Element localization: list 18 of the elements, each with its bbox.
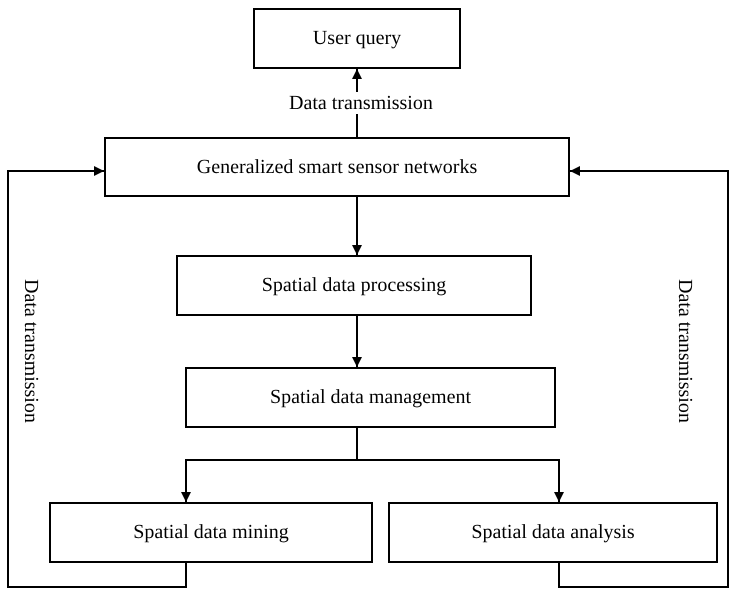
node-label: Generalized smart sensor networks	[196, 156, 478, 178]
node-label: Spatial data analysis	[471, 521, 635, 544]
process-box	[49, 502, 373, 563]
process-box	[388, 502, 718, 563]
node-label: User query	[312, 27, 402, 50]
process-box	[176, 255, 532, 316]
process-box	[185, 367, 556, 428]
node-label: Spatial data mining	[133, 521, 289, 544]
node-label: Spatial data processing	[262, 274, 446, 297]
arrow	[356, 428, 564, 502]
arrow	[7, 166, 187, 588]
node-label: Spatial data management	[270, 386, 472, 409]
process-box	[104, 137, 570, 197]
arrow	[352, 316, 362, 367]
arrow	[558, 166, 729, 588]
process-box	[253, 8, 461, 69]
edge-label: Data transmission	[288, 92, 434, 114]
arrow	[352, 197, 362, 255]
